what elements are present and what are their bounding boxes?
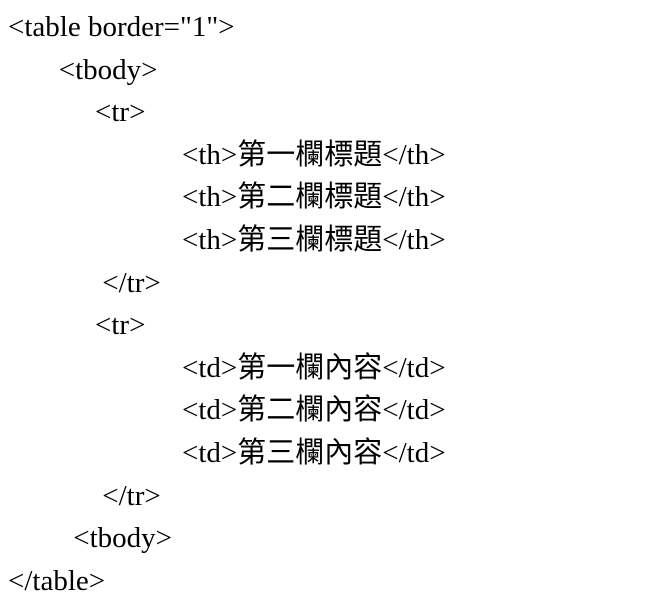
code-line: <td>第二欄內容</td> [8,394,446,427]
code-line: <th>第一欄標題</th> [8,138,446,171]
code-line: </tr> [8,266,161,299]
code-line: <tr> [8,309,146,342]
code-line: <td>第一欄內容</td> [8,351,446,384]
code-line: </table> [8,564,106,597]
code-line: <table border="1"> [8,11,235,43]
code-line: <td>第三欄內容</td> [8,436,446,469]
code-line: </tr> [8,479,161,512]
code-line: <th>第二欄標題</th> [8,181,446,214]
code-line: <tbody> [8,522,173,555]
code-line: <tr> [8,96,146,129]
code-line: <tbody> [8,53,158,86]
code-line: <th>第三欄標題</th> [8,223,446,256]
